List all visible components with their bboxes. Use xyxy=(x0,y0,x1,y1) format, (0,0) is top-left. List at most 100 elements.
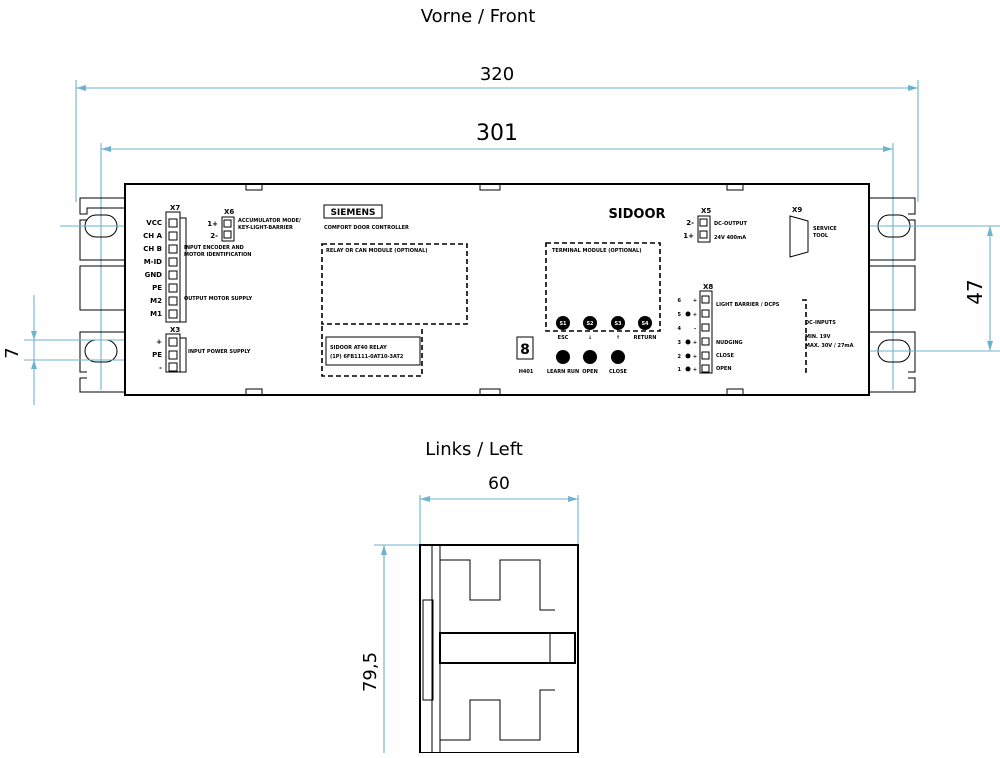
x7-pin-m2: M2 xyxy=(150,297,162,305)
terminal-module-label: TERMINAL MODULE (OPTIONAL) xyxy=(552,248,642,254)
button-s1-label: ESC xyxy=(558,335,569,341)
service-tool-label-2: TOOL xyxy=(813,233,829,239)
x8-pin-6: 6 xyxy=(678,298,682,304)
x8-sign-5: + xyxy=(693,312,697,318)
connector-x3: X3 + PE - INPUT POWER SUPPLY xyxy=(152,326,251,373)
dc-inputs-bracket xyxy=(802,299,807,373)
x8-sign-1: + xyxy=(693,367,697,373)
dimension-7: 7 xyxy=(2,225,145,405)
learn-run-label: LEARN RUN xyxy=(547,369,579,375)
siemens-logo-box xyxy=(323,204,383,219)
open-button[interactable] xyxy=(583,350,597,364)
x7-pin-gnd: GND xyxy=(145,271,163,279)
dimension-79-5-label: 79,5 xyxy=(360,652,381,692)
dimension-47-label: 47 xyxy=(963,279,987,304)
button-s3[interactable]: S3 xyxy=(614,321,622,327)
learn-run-button[interactable] xyxy=(556,350,570,364)
nudging-label: NUDGING xyxy=(716,340,743,346)
dc-output-label: DC-OUTPUT xyxy=(714,221,747,227)
accu-label: ACCUMULATOR MODE/ xyxy=(238,218,301,224)
x5-pin-1: 1+ xyxy=(683,232,694,240)
x8-sign-4: - xyxy=(694,326,696,332)
housing-notch xyxy=(726,388,744,396)
x6-label: X6 xyxy=(224,208,234,216)
x3-pin-minus: - xyxy=(159,364,162,372)
x9-label: X9 xyxy=(792,206,802,214)
relay-label-box xyxy=(325,336,421,366)
siemens-logo: SIEMENS xyxy=(330,208,375,218)
x8-pin-3: 3 xyxy=(678,340,682,346)
motor-label: OUTPUT MOTOR SUPPLY xyxy=(184,296,252,302)
relay-module-label: RELAY OR CAN MODULE (OPTIONAL) xyxy=(326,248,428,254)
encoder-label: INPUT ENCODER AND xyxy=(184,245,244,251)
dc-inputs-label: DC-INPUTS xyxy=(805,320,836,326)
open-label: OPEN xyxy=(582,369,598,375)
close-button[interactable] xyxy=(611,350,625,364)
x7-pin-vcc: VCC xyxy=(146,219,162,227)
terminal-module-area xyxy=(545,242,661,332)
connector-x7: X7 VCC CH A CH B M-ID GND PE M2 M1 INPUT… xyxy=(143,204,252,323)
x7-pin-chb: CH B xyxy=(143,245,162,253)
dc-max-label: MAX. 30V / 27mA xyxy=(805,343,854,349)
button-s1[interactable]: S1 xyxy=(559,321,567,327)
button-s2-label: ↓ xyxy=(588,335,592,341)
push-buttons: LEARN RUN OPEN CLOSE xyxy=(547,350,628,375)
connector-x9: X9 SERVICE TOOL xyxy=(789,206,837,258)
dc-min-label: MIN. 19V xyxy=(805,334,831,340)
x8-pin-1: 1 xyxy=(678,367,682,373)
x5-label: X5 xyxy=(701,207,711,215)
controller-title: COMFORT DOOR CONTROLLER xyxy=(324,225,409,231)
x5-pin-2: 2- xyxy=(686,219,694,227)
connector-x5: X5 2- 1+ DC-OUTPUT 24V 400mA xyxy=(683,207,747,243)
light-barrier-label: LIGHT BARRIER / DCPS xyxy=(716,302,780,308)
seven-segment-display xyxy=(516,336,534,360)
x8-pin-5: 5 xyxy=(678,312,682,318)
relay-box-line2: (1P) 6FB1111-0AT10-3AT2 xyxy=(330,354,404,360)
x7-pin-cha: CH A xyxy=(143,232,162,240)
housing-notch xyxy=(479,388,501,396)
dimension-320: 320 xyxy=(75,64,919,202)
dimension-7-label: 7 xyxy=(2,347,23,358)
close-label: CLOSE xyxy=(609,369,628,375)
connector-x8: X8 6 5 4 3 2 1 + + - + + + LIGHT BARRIER… xyxy=(678,283,854,374)
display-digit-icon: 8 xyxy=(520,342,530,358)
terminal-buttons: S1 S2 S3 S4 ESC ↓ ↑ RETURN xyxy=(556,316,656,341)
open-input-label: OPEN xyxy=(716,366,732,372)
x7-pin-m1: M1 xyxy=(150,310,162,318)
x7-pin-pe: PE xyxy=(152,284,162,292)
housing-notch xyxy=(245,388,263,396)
x6-pin-1: 1+ xyxy=(207,220,218,228)
x7-pin-mid: M-ID xyxy=(144,258,162,266)
product-name: SIDOOR xyxy=(608,207,665,222)
dc-output-value: 24V 400mA xyxy=(714,235,746,241)
encoder-label-2: MOTOR IDENTIFICATION xyxy=(184,252,252,258)
x3-pin-pe: PE xyxy=(152,351,162,359)
close-input-label: CLOSE xyxy=(716,353,735,359)
connector-x6: X6 1+ 2- ACCUMULATOR MODE/ KEY-LIGHT-BAR… xyxy=(207,208,301,242)
accu-label-2: KEY-LIGHT-BARRIER xyxy=(238,225,293,231)
housing-notch xyxy=(479,183,501,191)
button-s4-label: RETURN xyxy=(634,335,657,341)
x8-pin-4: 4 xyxy=(678,326,682,332)
service-tool-label: SERVICE xyxy=(813,226,837,232)
button-s4[interactable]: S4 xyxy=(641,321,649,327)
side-view: 60 79,5 xyxy=(360,474,579,754)
x8-sign-3: + xyxy=(693,340,697,346)
x6-pin-2: 2- xyxy=(210,232,218,240)
left-view-heading: Links / Left xyxy=(425,439,523,460)
x8-sign-2: + xyxy=(693,354,697,360)
front-view-heading: Vorne / Front xyxy=(421,6,536,27)
dimension-301: 301 xyxy=(100,121,894,390)
x8-label: X8 xyxy=(703,283,713,291)
x3-label: X3 xyxy=(170,326,180,334)
dimension-320-label: 320 xyxy=(480,64,514,85)
housing-outline xyxy=(124,183,870,396)
dimension-47: 47 xyxy=(855,225,1000,352)
dimension-301-label: 301 xyxy=(476,121,518,146)
button-s3-label: ↑ xyxy=(616,335,620,341)
power-label: INPUT POWER SUPPLY xyxy=(188,349,251,355)
button-s2[interactable]: S2 xyxy=(586,321,594,327)
display-label: H401 xyxy=(519,369,534,375)
x8-pin-2: 2 xyxy=(678,354,682,360)
